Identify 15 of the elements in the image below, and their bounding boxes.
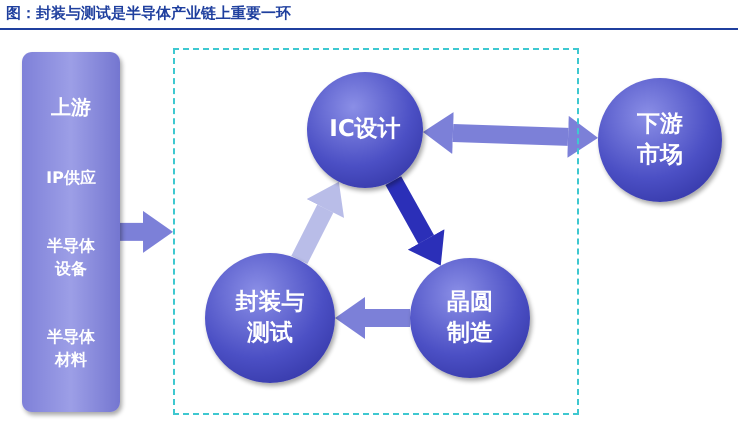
block-arrow [120,210,173,253]
dashed-group-box [173,48,579,415]
node-label: 封装与测试 [234,288,306,348]
node-label: 半导体材料 [46,326,96,371]
panel-heading: 上游 [51,94,91,121]
upstream-panel [22,52,120,412]
block-arrow [291,182,344,264]
block-arrow [385,176,444,266]
node-label: 晶圆制造 [446,288,494,348]
node-label: 下游市场 [636,110,684,170]
diagram-title: 图：封装与测试是半导体产业链上重要一环 [6,4,291,23]
double-arrow [422,112,598,158]
node-label: IC设计 [328,115,402,144]
node-label: IP供应 [45,167,97,189]
node-label: 半导体设备 [46,235,96,280]
